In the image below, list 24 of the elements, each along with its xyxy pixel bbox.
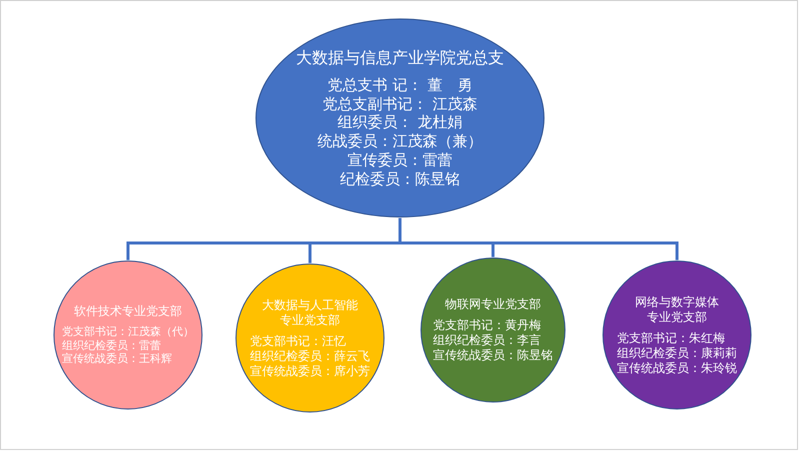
member-text: 纪检委员：陈昱铭 bbox=[340, 170, 460, 188]
member-text: 组织纪检委员：薛云飞 bbox=[250, 348, 370, 364]
member-text: 党支部书记：江茂森（代） bbox=[62, 324, 194, 339]
member-text: 统战委员：江茂森（兼） bbox=[318, 132, 482, 151]
member-text: 党总支书 记： 董 勇 bbox=[328, 76, 472, 94]
member-text: 组织纪检委员：康莉莉 bbox=[617, 346, 737, 360]
member-text: 组织纪检委员：雷蕾 bbox=[62, 338, 161, 352]
member-text: 组织委员： 龙杜娟 bbox=[338, 113, 462, 132]
member-text: 宣传统战委员：王科辉 bbox=[62, 352, 172, 366]
member-text: 党支部书记：黄丹梅 bbox=[433, 318, 541, 333]
member-text: 党支部书记：朱红梅 bbox=[617, 330, 725, 346]
connector-line bbox=[398, 218, 678, 260]
member-text: 组织纪检委员：李言 bbox=[433, 333, 541, 348]
member-text: 宣传统战委员：朱玲锐 bbox=[617, 360, 737, 376]
heading-text: 物联网专业党支部 bbox=[445, 297, 541, 312]
member-text: 党支部书记：汪忆 bbox=[250, 334, 346, 348]
member-text: 宣传委员：雷蕾 bbox=[348, 150, 452, 170]
heading-text: 网络与数字媒体专业党支部 bbox=[634, 294, 720, 324]
member-text: 党总支副书记： 江茂森 bbox=[322, 94, 478, 114]
heading-text: 大数据与信息产业学院党总支 bbox=[296, 48, 504, 68]
member-text: 宣传统战委员：席小芳 bbox=[250, 364, 370, 378]
member-text: 宣传统战委员：陈昱铭 bbox=[433, 348, 553, 363]
heading-text: 软件技术专业党支部 bbox=[74, 304, 182, 319]
heading-text: 大数据与人工智能专业党支部 bbox=[261, 298, 359, 328]
